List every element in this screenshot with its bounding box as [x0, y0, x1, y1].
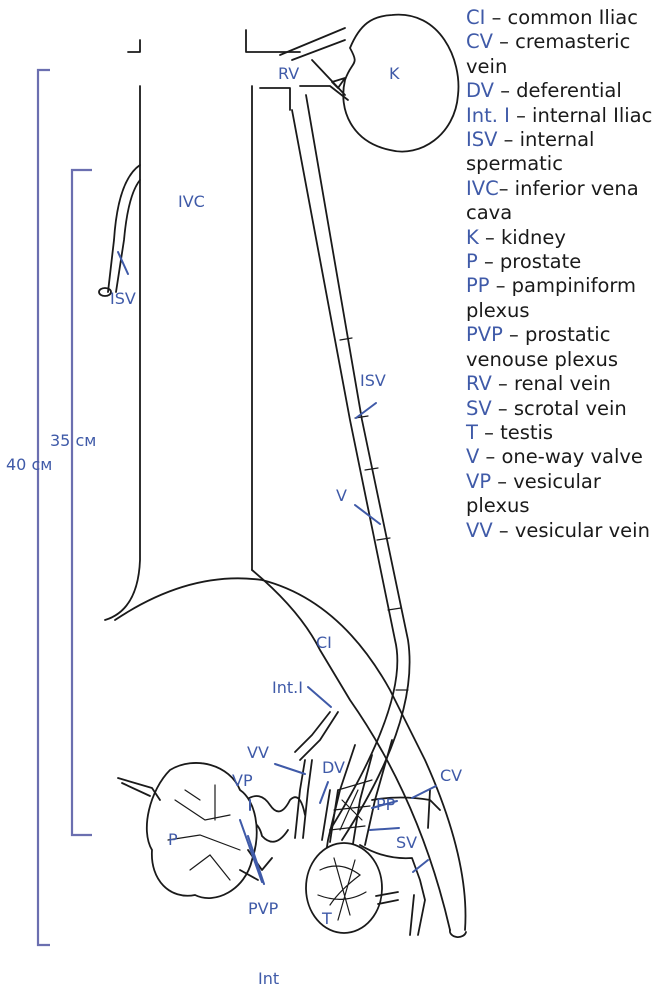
label-ci: CI [316, 633, 332, 652]
label-isv-left: ISV [110, 289, 136, 308]
legend-text: – vesicular vein [493, 519, 650, 542]
label-p: P [168, 830, 178, 849]
legend-abbr: V [466, 445, 479, 468]
legend-text: – common Iliac [485, 6, 638, 29]
label-vp: VP [232, 771, 253, 790]
legend-item-k: K – kidney [466, 226, 666, 250]
legend-text: – scrotal vein [492, 397, 627, 420]
label-pvp: PVP [248, 899, 279, 918]
legend-item-isv: ISV – internal spermatic [466, 128, 666, 177]
legend-item-sv: SV – scrotal vein [466, 397, 666, 421]
label-40cm: 40 см [6, 455, 52, 474]
legend-text: – renal vein [492, 372, 611, 395]
legend-item-ivc: IVC– inferior vena cava [466, 177, 666, 226]
legend-abbr: RV [466, 372, 492, 395]
legend-text: – testis [478, 421, 553, 444]
kidney [280, 15, 458, 152]
legend-abbr: VV [466, 519, 493, 542]
left-internal-spermatic-vein [108, 165, 140, 292]
label-vv: VV [247, 743, 269, 762]
legend-item-v: V – one-way valve [466, 445, 666, 469]
legend-abbr: ISV [466, 128, 497, 151]
right-internal-spermatic-vein [292, 95, 410, 840]
legend-abbr: P [466, 250, 478, 273]
legend-abbr: K [466, 226, 479, 249]
legend-text: – kidney [479, 226, 566, 249]
legend-item-ci: CI – common Iliac [466, 6, 666, 30]
testis [306, 843, 398, 933]
label-35cm: 35 см [50, 431, 96, 450]
bracket-35cm [72, 170, 92, 835]
label-t: T [321, 909, 332, 928]
label-k: K [389, 64, 400, 83]
legend-abbr: PVP [466, 323, 503, 346]
legend-item-dv: DV – deferential [466, 79, 666, 103]
label-pp: PP [376, 795, 396, 814]
legend-item-cv: CV – cremasteric vein [466, 30, 666, 79]
legend-item-vp: VP – vesicular plexus [466, 470, 666, 519]
label-int: Int [258, 969, 279, 988]
label-cv: CV [440, 766, 462, 785]
legend-text: – pampiniform plexus [466, 274, 636, 321]
legend-item-pvp: PVP – prostatic venouse plexus [466, 323, 666, 372]
inferior-vena-cava [105, 30, 300, 620]
legend-abbr: CI [466, 6, 485, 29]
legend-abbr: CV [466, 30, 493, 53]
legend-abbr: T [466, 421, 478, 444]
legend-abbr: DV [466, 79, 494, 102]
label-v: V [336, 486, 347, 505]
legend-item-int-i: Int. I – internal Iliac [466, 104, 666, 128]
legend-abbr: VP [466, 470, 491, 493]
legend-item-vv: VV – vesicular vein [466, 519, 666, 543]
bracket-40cm [38, 70, 50, 945]
legend: CI – common Iliac CV – cremasteric vein … [466, 6, 666, 543]
label-ivc: IVC [178, 192, 205, 211]
label-rv: RV [278, 64, 299, 83]
label-isv-right: ISV [360, 371, 386, 390]
label-int-i: Int.I [272, 678, 303, 697]
legend-text: – prostate [478, 250, 581, 273]
legend-abbr: PP [466, 274, 490, 297]
label-sv: SV [396, 833, 417, 852]
legend-item-t: T – testis [466, 421, 666, 445]
legend-abbr: SV [466, 397, 492, 420]
legend-text: – deferential [494, 79, 622, 102]
legend-abbr: IVC [466, 177, 499, 200]
internal-iliac-vein [295, 712, 338, 760]
legend-item-rv: RV – renal vein [466, 372, 666, 396]
legend-abbr: Int. I [466, 104, 510, 127]
legend-item-pp: PP – pampiniform plexus [466, 274, 666, 323]
renal-vein [260, 86, 348, 110]
label-dv: DV [322, 758, 345, 777]
legend-text: – one-way valve [479, 445, 643, 468]
legend-text: – internal Iliac [510, 104, 652, 127]
legend-item-p: P – prostate [466, 250, 666, 274]
